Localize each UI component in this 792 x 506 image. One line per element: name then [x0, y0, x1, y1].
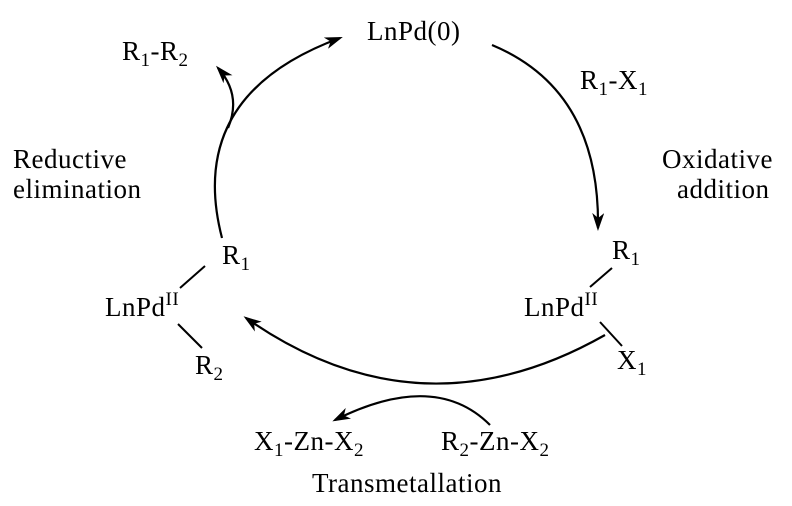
pd-oxidative-complex: LnPdII — [524, 289, 599, 322]
reductive-elimination-product: R1-R2 — [122, 36, 189, 71]
oxidative-addition-label-line2: addition — [677, 174, 770, 204]
reductive-elimination-label-line2: elimination — [13, 174, 142, 204]
transmetallation-label: Transmetallation — [312, 468, 502, 498]
pd-oxidative-top-substituent: R1 — [612, 235, 641, 270]
pd-trans-top-substituent: R1 — [222, 240, 251, 275]
arrow-transmetallation — [332, 395, 491, 426]
oxidative-addition-reagent: R1-X1 — [580, 65, 649, 100]
arrow-to-pd-transmetallation — [243, 316, 606, 385]
bond-pd-r1-left — [179, 265, 206, 289]
pd-trans-complex: LnPdII — [105, 289, 180, 322]
bond-pd-r1-right — [589, 267, 613, 288]
oxidative-addition-label-line1: Oxidative — [662, 144, 773, 174]
arrow-oxidative-addition — [491, 43, 605, 231]
pd-oxidative-bottom-substituent: X1 — [617, 345, 647, 380]
pd0-catalyst-label: LnPd(0) — [367, 16, 461, 46]
bond-pd-x1-right — [599, 321, 623, 347]
arrow-reductive-elimination-product — [216, 65, 235, 129]
transmetallation-byproduct: X1-Zn-X2 — [254, 426, 364, 461]
bond-pd-r2-left — [177, 323, 203, 349]
arrow-back-to-pd0 — [213, 36, 343, 239]
reductive-elimination-label-line1: Reductive — [13, 144, 127, 174]
transmetallation-reagent: R2-Zn-X2 — [441, 426, 550, 461]
pd-trans-bottom-substituent: R2 — [195, 350, 224, 385]
